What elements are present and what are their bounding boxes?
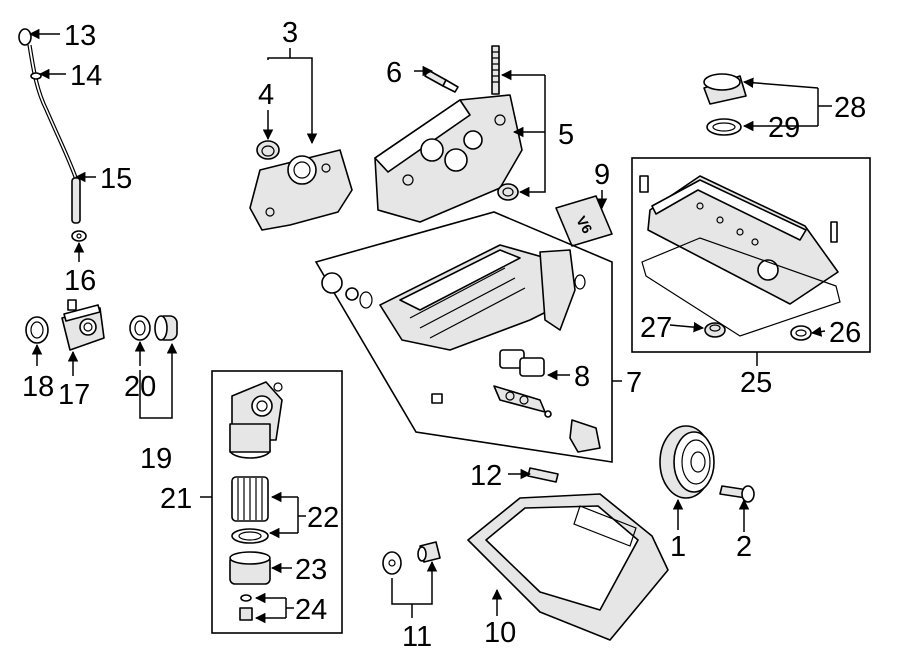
- callout-20: 20: [124, 371, 156, 403]
- dowel-pin-6: [424, 69, 459, 93]
- callout-22: 22: [307, 502, 339, 534]
- callout-12: 12: [470, 460, 502, 492]
- filter-cap: [229, 551, 271, 585]
- intake-manifold: [321, 244, 586, 404]
- dipstick-seal: [71, 230, 87, 242]
- upper-timing-cover: [374, 94, 523, 223]
- drain-plug-24: [239, 594, 253, 621]
- leader-lines: [28, 28, 832, 624]
- dowel-pin-12: [527, 467, 559, 483]
- filter-seal-ring: [231, 528, 269, 544]
- callout-28: 28: [834, 92, 866, 124]
- callout-27: 27: [640, 312, 672, 344]
- callout-9: 9: [594, 159, 610, 191]
- callout-7: 7: [626, 367, 642, 399]
- intake-gasket-8: [499, 349, 545, 377]
- callout-17: 17: [58, 379, 90, 411]
- callout-5: 5: [558, 119, 574, 151]
- callout-4: 4: [258, 79, 274, 111]
- crankshaft-pulley: [659, 425, 715, 499]
- seal-27: [704, 322, 726, 338]
- group-outline-7: [314, 211, 613, 463]
- emblem-text: V6: [573, 213, 596, 236]
- stud-bolt: [491, 45, 500, 95]
- oil-filter-element: [231, 476, 269, 522]
- plug-fitting: [154, 315, 178, 341]
- v6-emblem: V6: [555, 195, 613, 247]
- oil-dipstick: [18, 28, 81, 224]
- callout-15: 15: [100, 163, 132, 195]
- callout-26: 26: [829, 317, 861, 349]
- group-box-21: [211, 370, 343, 634]
- callout-19: 19: [140, 443, 172, 475]
- callout-2: 2: [736, 531, 752, 563]
- callout-13: 13: [64, 20, 96, 52]
- callout-8: 8: [574, 361, 590, 393]
- sensor-11: [417, 541, 441, 563]
- cover-plate-3: [249, 149, 353, 231]
- callout-29: 29: [768, 112, 800, 144]
- callout-labels: 1 2 3 4 5 6 7 8 9 10 11 12 13 14 15 16 1…: [22, 17, 866, 653]
- callout-25: 25: [740, 367, 772, 399]
- oil-cooler: [61, 299, 105, 351]
- group-box-25: [631, 157, 871, 353]
- oil-pan: [467, 493, 669, 641]
- pulley-bolt: [719, 485, 755, 503]
- callout-1: 1: [670, 531, 686, 563]
- valve-cover: [639, 175, 839, 305]
- drain-washer-11: [382, 551, 402, 575]
- valve-cover-gasket: [641, 237, 841, 337]
- callout-24: 24: [295, 594, 327, 626]
- oil-filler-cap: [703, 73, 747, 105]
- callout-14: 14: [70, 60, 102, 92]
- callout-21: 21: [160, 483, 192, 515]
- callout-23: 23: [295, 554, 327, 586]
- washer-26: [790, 325, 812, 341]
- cap-seal: [706, 118, 742, 136]
- callout-6: 6: [386, 57, 402, 89]
- seal-5: [497, 183, 519, 201]
- callout-18: 18: [22, 371, 54, 403]
- seal-4: [256, 140, 280, 160]
- oil-filter-housing: [229, 381, 283, 459]
- callout-10: 10: [484, 617, 516, 649]
- callout-3: 3: [282, 17, 298, 49]
- runner-flap-assembly: [493, 385, 601, 453]
- seal-ring-18: [25, 316, 49, 344]
- seal-ring-20: [129, 315, 151, 341]
- callout-11: 11: [402, 621, 432, 653]
- callout-16: 16: [64, 265, 96, 297]
